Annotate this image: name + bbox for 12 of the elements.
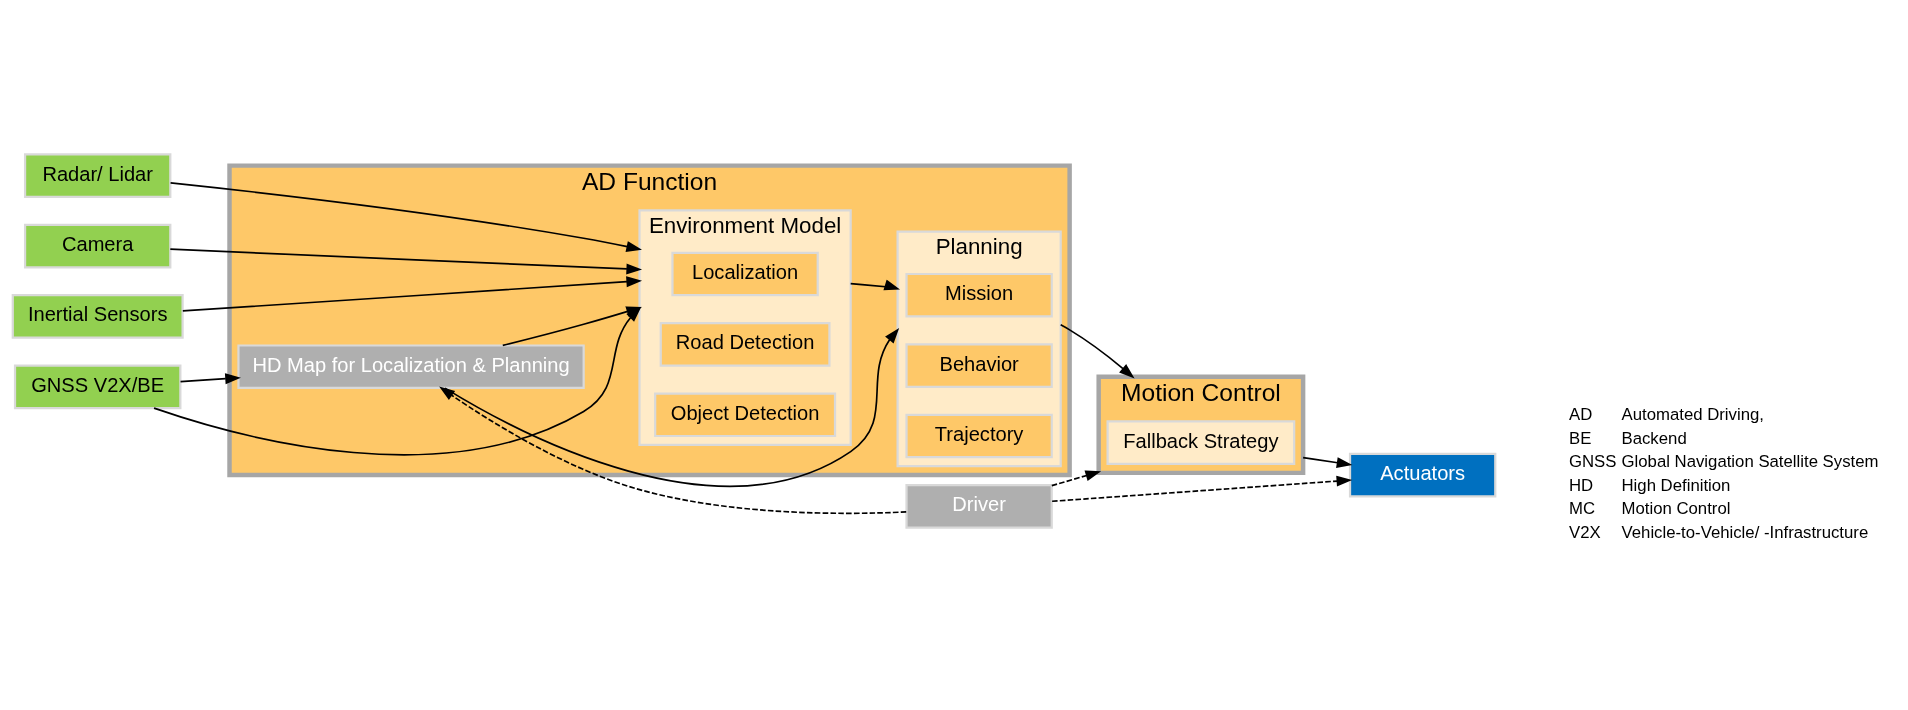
- label: High Definition: [1621, 475, 1731, 495]
- label: Backend: [1621, 428, 1687, 448]
- label: AD: [1569, 405, 1593, 425]
- label: Automated Driving,: [1621, 405, 1764, 425]
- label: V2X: [1569, 522, 1601, 542]
- label: Motion Control: [1621, 499, 1731, 519]
- label: GNSS: [1569, 452, 1617, 472]
- label: Vehicle-to-Vehicle/ -Infrastructure: [1621, 522, 1869, 542]
- label: BE: [1569, 428, 1592, 448]
- label: Global Navigation Satellite System: [1621, 452, 1879, 472]
- label: HD: [1569, 475, 1594, 495]
- label: MC: [1569, 499, 1596, 519]
